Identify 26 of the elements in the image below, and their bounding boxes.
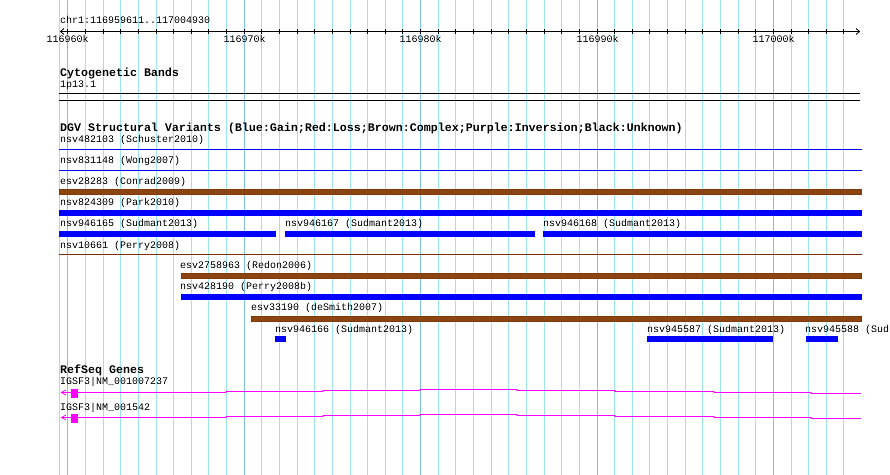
gene-label: IGSF3|NM_001007237	[60, 378, 168, 388]
variant-label: nsv824309 (Park2010)	[60, 199, 180, 210]
variant-label: nsv945587 (Sudmant2013)	[647, 326, 786, 336]
variant-label: nsv946167 (Sudmant2013)	[285, 220, 424, 230]
variant-label: esv2758963 (Redon2006)	[180, 262, 312, 272]
track-title: DGV Structural Variants (Blue:Gain;Red:Loss;Brown:Complex;Purple:Inversion;Black:Unknown)	[60, 122, 683, 134]
tick-label: 116970k	[224, 36, 266, 46]
variant-label: esv33190 (deSmith2007)	[251, 304, 384, 314]
variant-label: esv28283 (Conrad2009)	[60, 178, 186, 188]
track-title: Cytogenetic Bands	[60, 67, 179, 80]
band-label: 1p13.1	[60, 81, 96, 92]
tick-label: 116990k	[576, 36, 619, 46]
variant-label: nsv10661 (Perry2008)	[60, 242, 180, 252]
tick-label: 117000k	[752, 36, 795, 46]
variant-label: nsv831148 (Wong2007)	[60, 157, 180, 168]
variant-label: nsv946168 (Sudmant2013)	[543, 220, 682, 230]
tick-label: 116960k	[46, 36, 89, 46]
variant-label: nsv482103 (Schuster2010)	[60, 136, 204, 146]
location-label: chr1:116959611..117004930	[60, 16, 210, 27]
variant-label: nsv946166 (Sudmant2013)	[275, 326, 414, 336]
track-title: RefSeq Genes	[60, 364, 144, 376]
variant-label: nsv428190 (Perry2008b)	[180, 283, 312, 294]
variant-label: nsv945588 (Sud	[805, 326, 890, 336]
gene-label: IGSF3|NM_001542	[60, 404, 150, 414]
tick-label: 116980k	[400, 36, 442, 46]
variant-label: nsv946165 (Sudmant2013)	[60, 220, 198, 230]
